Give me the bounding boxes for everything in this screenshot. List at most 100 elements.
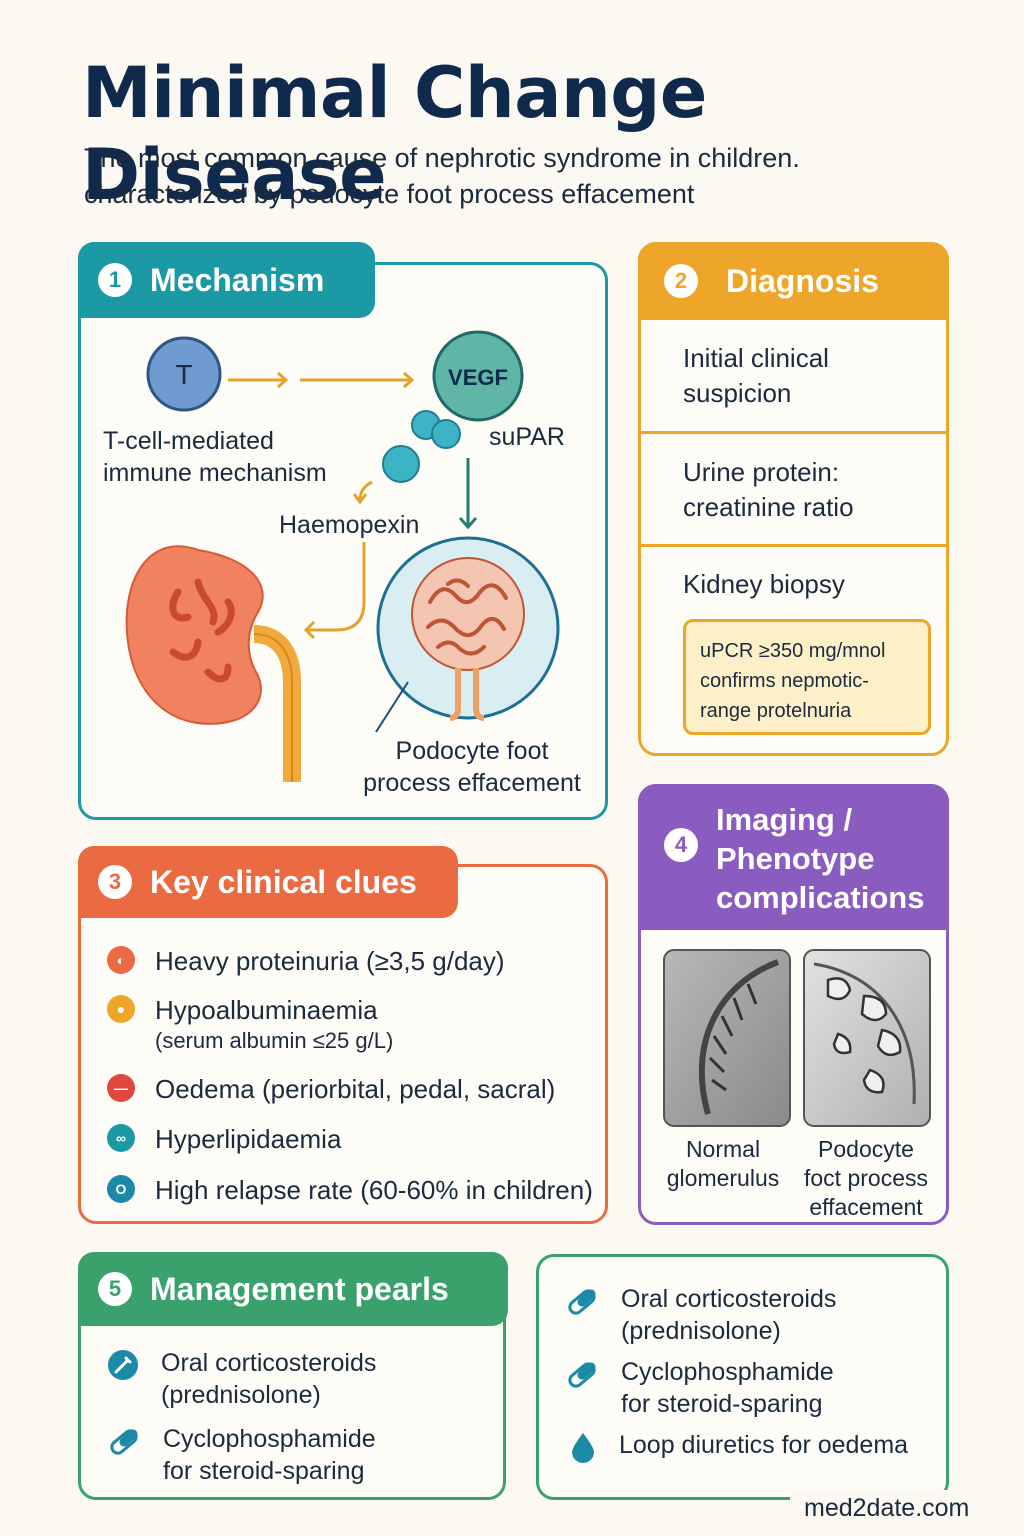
- t-cell-letter: T: [175, 359, 192, 390]
- pearl-line-2: for steroid-sparing: [621, 1390, 823, 1418]
- glomerulus-icon: [375, 536, 560, 733]
- tcell-caption: T-cell-mediated immune mechanism: [103, 425, 327, 489]
- section-number-badge: 2: [664, 264, 698, 298]
- diagnosis-step: Kidney biopsy: [641, 567, 946, 602]
- imaging-heading: Imaging / Phenotype complications: [716, 800, 924, 917]
- diagnosis-step-line-1: Urine protein:: [683, 457, 840, 487]
- subtitle-line-1: The most common cause of nephrotic syndr…: [84, 143, 800, 173]
- syringe-icon: [108, 1350, 138, 1380]
- pearl-line-1: Loop diuretics for oedema: [619, 1431, 909, 1459]
- pearl-item: Oral corticosteroids (prednisolone): [565, 1283, 836, 1347]
- mechanism-header: 1 Mechanism: [78, 242, 375, 318]
- arrow-haemopexin: [352, 480, 373, 505]
- diagnosis-header: 2 Diagnosis: [638, 242, 949, 320]
- supar-molecule-icon: [431, 419, 461, 449]
- pill-icon: [110, 1429, 138, 1455]
- section-number-badge: 5: [98, 1272, 132, 1306]
- pearl-line-2: for steroid-sparing: [163, 1457, 365, 1485]
- normal-glomerulus-caption: Normal glomerulus: [653, 1135, 793, 1193]
- clue-text: Heavy proteinuria (≥3,5 g/day): [155, 946, 505, 976]
- pearl-line-2: (prednisolone): [621, 1317, 781, 1345]
- minus-icon: —: [107, 1074, 135, 1102]
- management-header: 5 Management pearls: [78, 1252, 508, 1326]
- section-number-badge: 4: [664, 828, 698, 862]
- divider: [641, 544, 946, 547]
- diagnosis-step-line-2: suspicion: [683, 378, 792, 408]
- pill-icon: [568, 1289, 596, 1315]
- diagnosis-step-line-1: Kidney biopsy: [683, 569, 845, 599]
- clue-item: — Oedema (periorbital, pedal, sacral): [107, 1073, 555, 1105]
- imaging-heading-line-3: complications: [716, 880, 925, 915]
- pearl-item: Cyclophosphamide for steroid-sparing: [565, 1356, 834, 1420]
- podocyte-caption-line-2: process effacement: [363, 769, 581, 797]
- page-title: Minimal Change Disease: [82, 52, 707, 216]
- diagnosis-heading: Diagnosis: [726, 262, 879, 299]
- divider: [641, 431, 946, 434]
- supar-molecule-icon: [382, 445, 420, 483]
- caption-line-3: effacement: [809, 1194, 923, 1220]
- clue-subtext: (serum albumin ≤25 g/L): [155, 1028, 394, 1053]
- footer-site: med2date.com: [790, 1490, 980, 1526]
- clue-item: ● Hypoalbuminaemia (serum albumin ≤25 g/…: [107, 994, 393, 1056]
- section-number-badge: 3: [98, 865, 132, 899]
- clue-item: O High relapse rate (60-60% in children): [107, 1174, 593, 1206]
- pearl-line-2: (prednisolone): [161, 1381, 321, 1409]
- caption-line-2: glomerulus: [666, 1165, 780, 1191]
- section-number-badge: 1: [98, 263, 132, 297]
- droplet-icon: ◐: [107, 946, 135, 974]
- upcr-note: uPCR ≥350 mg/mnol confirms nepmotic- ran…: [683, 619, 931, 735]
- diagnosis-step: Initial clinical suspicion: [641, 341, 946, 411]
- mechanism-heading: Mechanism: [150, 261, 325, 298]
- clue-text: Oedema (periorbital, pedal, sacral): [155, 1074, 556, 1104]
- podocyte-caption-line-1: Podocyte foot: [395, 737, 549, 765]
- pearl-line-1: Cyclophosphamide: [163, 1425, 376, 1453]
- clinical-clues-header: 3 Key clinical clues: [78, 846, 458, 918]
- arrow-vegf-to-podocyte: [458, 458, 478, 530]
- clue-item: ∞ Hyperlipidaemia: [107, 1123, 341, 1155]
- pearl-line-1: Cyclophosphamide: [621, 1358, 834, 1386]
- pearl-line-1: Oral corticosteroids: [621, 1285, 837, 1313]
- management-card-secondary: Oral corticosteroids (prednisolone) Cycl…: [536, 1254, 949, 1500]
- effacement-caption: Podocyte foct process effacement: [791, 1135, 941, 1222]
- diagnosis-step-line-2: creatinine ratio: [683, 492, 854, 522]
- lipid-icon: ∞: [107, 1124, 135, 1152]
- arrow-to-kidney: [303, 542, 366, 640]
- normal-glomerulus-image: [663, 949, 791, 1127]
- caption-line-1: Normal: [685, 1136, 761, 1162]
- pearl-item: Cyclophosphamide for steroid-sparing: [107, 1423, 376, 1487]
- imaging-header: 4 Imaging / Phenotype complications: [638, 784, 949, 930]
- t-cell-icon: [146, 336, 222, 412]
- podocyte-caption: Podocyte foot process effacement: [357, 735, 587, 799]
- diagnosis-step: Urine protein: creatinine ratio: [641, 455, 946, 525]
- note-line-3: range protelnuria: [700, 700, 852, 722]
- vegf-label: VEGF: [448, 365, 508, 390]
- subtitle-line-2: characterized by podocyte foot process e…: [84, 179, 695, 209]
- clue-text: Hyperlipidaemia: [155, 1124, 342, 1154]
- kidney-icon: [125, 545, 301, 782]
- pearl-item: Oral corticosteroids (prednisolone): [107, 1347, 376, 1411]
- pearl-item: Loop diuretics for oedema: [569, 1429, 908, 1463]
- tcell-caption-line-1: T-cell-mediated: [103, 427, 274, 455]
- note-line-2: confirms nepmotic-: [700, 670, 869, 692]
- diagnosis-card: Initial clinical suspicion Urine protein…: [638, 242, 949, 756]
- tcell-caption-line-2: immune mechanism: [103, 459, 327, 487]
- clue-item: ◐ Heavy proteinuria (≥3,5 g/day): [107, 945, 505, 977]
- vegf-icon: [432, 330, 524, 422]
- haemopexin-label: Haemopexin: [279, 511, 420, 539]
- clinical-clues-heading: Key clinical clues: [150, 863, 417, 900]
- caption-line-1: Podocyte: [818, 1136, 914, 1162]
- mechanism-diagram: T VEGF: [125, 330, 560, 782]
- drop-icon: ●: [107, 995, 135, 1023]
- effacement-image: [803, 949, 931, 1127]
- caption-line-2: foct process: [804, 1165, 928, 1191]
- mechanism-card: T VEGF: [78, 262, 608, 820]
- arrow-tcell-to-vegf: [228, 371, 415, 389]
- electron-micrographs: [663, 949, 931, 1127]
- pearl-line-1: Oral corticosteroids: [161, 1349, 377, 1377]
- note-line-1: uPCR ≥350 mg/mnol: [700, 640, 886, 662]
- page-subtitle: The most common cause of nephrotic syndr…: [84, 140, 984, 212]
- diagnosis-step-line-1: Initial clinical: [683, 343, 829, 373]
- supar-label: suPAR: [489, 423, 565, 451]
- clue-text: Hypoalbuminaemia: [155, 995, 378, 1025]
- clinical-clues-card: ◐ Heavy proteinuria (≥3,5 g/day) ● Hypoa…: [78, 864, 608, 1224]
